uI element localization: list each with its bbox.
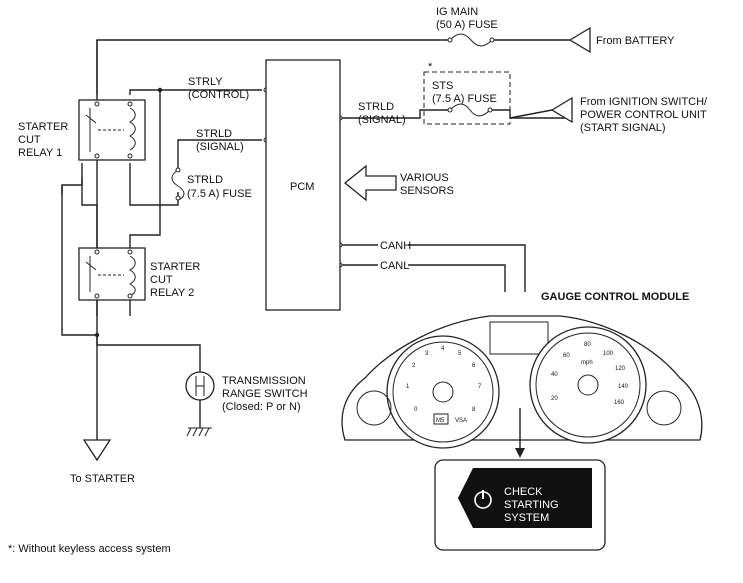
gauge-title: GAUGE CONTROL MODULE xyxy=(541,291,689,303)
relay1-label-2: CUT xyxy=(18,134,41,146)
speed-60: 60 xyxy=(563,353,570,359)
starter-terminal: To STARTER xyxy=(70,439,135,485)
speed-160: 160 xyxy=(614,400,625,406)
power-icon xyxy=(474,490,492,509)
arrow-down-icon xyxy=(515,448,525,458)
canl-label: CANL xyxy=(380,260,409,272)
relay2-label-2: CUT xyxy=(150,274,173,286)
speed-80: 80 xyxy=(584,342,591,348)
sts-asterisk: * xyxy=(428,61,433,73)
starter-cut-relay-1: STARTER CUT RELAY 1 xyxy=(18,99,146,161)
strly-label-2: (CONTROL) xyxy=(188,89,249,101)
tach-5: 5 xyxy=(458,351,462,357)
strld-right-label-1: STRLD xyxy=(358,101,394,113)
speed-140: 140 xyxy=(618,384,629,390)
transmission-range-switch: TRANSMISSION RANGE SWITCH (Closed: P or … xyxy=(185,371,308,437)
relay2-label-3: RELAY 2 xyxy=(150,287,194,299)
speedometer: 20 40 60 80 100 120 140 160 mph xyxy=(529,326,647,444)
tach-3: 3 xyxy=(425,351,429,357)
ig-main-fuse-label-2: (50 A) FUSE xyxy=(436,19,498,31)
starter-label: To STARTER xyxy=(70,473,135,485)
canh-label: CANH xyxy=(380,240,411,252)
strld-right-label-2: (SIGNAL) xyxy=(358,114,406,126)
strld-fuse-label-1: STRLD xyxy=(187,174,223,186)
temp-gauge xyxy=(646,390,682,426)
check-starting-display: CHECK STARTING SYSTEM xyxy=(434,459,606,551)
switch-label-3: (Closed: P or N) xyxy=(222,401,301,413)
speed-120: 120 xyxy=(615,366,626,372)
ignition-label-3: (START SIGNAL) xyxy=(580,122,666,134)
tach-4: 4 xyxy=(441,346,445,352)
footnote: *: Without keyless access system xyxy=(8,543,171,555)
speed-100: 100 xyxy=(603,351,614,357)
switch-label-1: TRANSMISSION xyxy=(222,375,306,387)
strld-fuse: STRLD (7.5 A) FUSE xyxy=(171,167,252,201)
strly-label-1: STRLY xyxy=(188,76,223,88)
relay1-label-3: RELAY 1 xyxy=(18,147,62,159)
tach-6: 6 xyxy=(472,363,476,369)
strld-fuse-label-2: (7.5 A) FUSE xyxy=(187,188,252,200)
tach-0: 0 xyxy=(414,407,418,413)
switch-label-2: RANGE SWITCH xyxy=(222,388,308,400)
ignition-label-2: POWER CONTROL UNIT xyxy=(580,109,707,121)
tachometer: 0 1 2 3 4 5 6 7 8 M5 VSA xyxy=(386,335,500,449)
sensors-label-1: VARIOUS xyxy=(400,172,449,184)
pcm-module: PCM STRLY (CONTROL) STRLD (SIGNAL) STRLD… xyxy=(188,59,411,311)
gear-indicator: M5 xyxy=(436,418,445,424)
various-sensors-arrow: VARIOUS SENSORS xyxy=(343,164,454,202)
ignition-source: From IGNITION SWITCH/ POWER CONTROL UNIT… xyxy=(509,96,708,134)
display-line-2: STARTING xyxy=(504,499,559,511)
pcm-label: PCM xyxy=(290,181,314,193)
display-line-3: SYSTEM xyxy=(504,512,549,524)
strld-left-label-2: (SIGNAL) xyxy=(196,141,244,153)
sensors-label-2: SENSORS xyxy=(400,185,454,197)
speed-unit: mph xyxy=(581,360,593,366)
speed-20: 20 xyxy=(551,396,558,402)
fuel-gauge xyxy=(356,390,392,426)
speed-40: 40 xyxy=(551,372,558,378)
tach-1: 1 xyxy=(406,384,410,390)
relay1-label-1: STARTER xyxy=(18,121,68,133)
tach-7: 7 xyxy=(478,384,482,390)
sts-fuse-label-1: STS xyxy=(432,80,453,92)
ig-main-fuse-label-1: IG MAIN xyxy=(436,6,478,18)
strld-left-label-1: STRLD xyxy=(196,128,232,140)
ig-main-fuse: IG MAIN (50 A) FUSE xyxy=(436,6,498,47)
sts-fuse-label-2: (7.5 A) FUSE xyxy=(432,93,497,105)
relay2-label-1: STARTER xyxy=(150,261,200,273)
display-line-1: CHECK xyxy=(504,486,543,498)
ground-icon xyxy=(186,427,212,437)
battery-label: From BATTERY xyxy=(596,35,675,47)
ignition-label-1: From IGNITION SWITCH/ xyxy=(580,96,708,108)
tach-8: 8 xyxy=(472,407,476,413)
starter-cut-relay-2: STARTER CUT RELAY 2 xyxy=(78,247,200,301)
battery-source: From BATTERY xyxy=(568,26,675,54)
gauge-control-module: GAUGE CONTROL MODULE 0 1 2 3 4 5 6 7 8 M… xyxy=(341,291,703,458)
tach-2: 2 xyxy=(412,363,416,369)
vsa-indicator: VSA xyxy=(455,418,467,424)
sts-fuse: * STS (7.5 A) FUSE xyxy=(423,61,511,125)
